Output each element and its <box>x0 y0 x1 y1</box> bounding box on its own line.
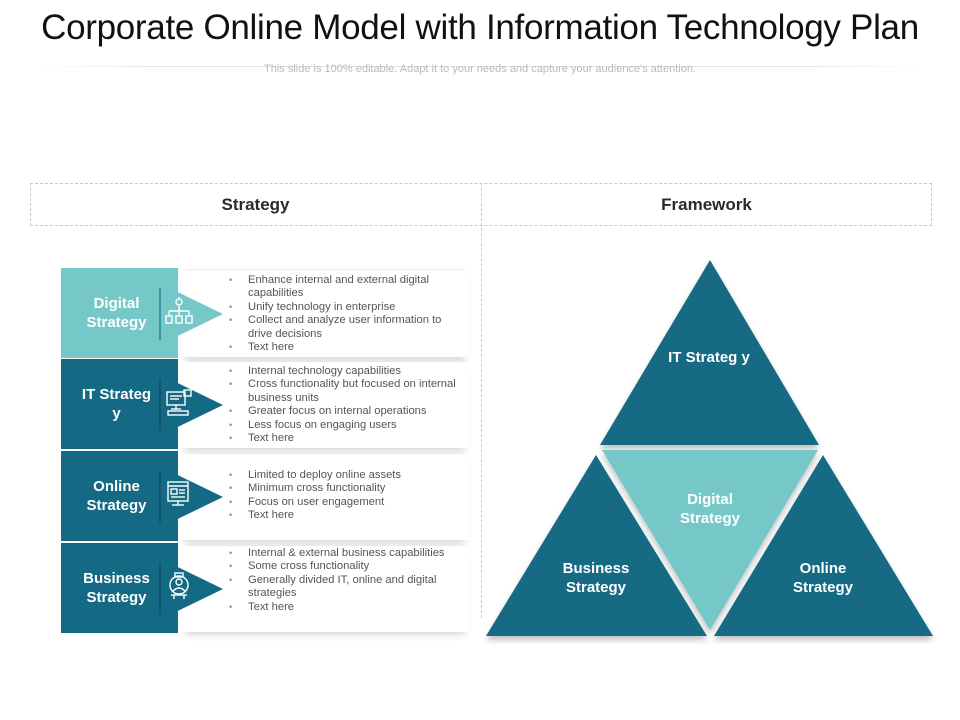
row-bullets: Internal & external business capabilitie… <box>227 547 457 614</box>
strategy-row-it: IT Strateg y Internal technology capabil… <box>61 359 471 449</box>
strategy-column-header: Strategy <box>221 195 290 214</box>
strategy-row-online: Online Strategy Limited to deploy online… <box>61 451 471 541</box>
bullet-item: Collect and analyze user information to … <box>227 314 457 341</box>
triangle-top-label: IT Strateg y <box>668 349 750 366</box>
framework-diagram: IT Strateg y Digital Strategy Business S… <box>481 226 941 656</box>
title-divider <box>30 66 930 67</box>
bullet-item: Unify technology in enterprise <box>227 301 457 315</box>
row-arrow <box>157 557 223 621</box>
computer-icon <box>166 389 192 416</box>
business-person-icon <box>169 572 189 599</box>
framework-triangles <box>486 260 933 636</box>
triangle-top <box>600 260 819 445</box>
row-arrow <box>157 373 223 437</box>
bullet-item: Minimum cross functionality <box>227 482 457 496</box>
row-label: Online Strategy <box>86 478 147 514</box>
bullet-item: Internal technology capabilities <box>227 365 457 379</box>
bullet-item: Text here <box>227 601 457 615</box>
page-title: Corporate Online Model with Information … <box>41 8 919 47</box>
row-arrow <box>157 282 223 346</box>
bullet-item: Text here <box>227 341 457 355</box>
framework-column-header: Framework <box>661 195 752 214</box>
bullet-item: Generally divided IT, online and digital… <box>227 574 457 601</box>
bullet-item: Text here <box>227 432 457 446</box>
webpage-icon <box>167 481 189 506</box>
bullet-item: Cross functionality but focused on inter… <box>227 378 457 405</box>
triangle-left-label: Business Strategy <box>562 560 630 596</box>
triangle-right-label: Online Strategy <box>792 560 854 596</box>
row-bullets: Limited to deploy online assets Minimum … <box>227 469 457 523</box>
bullet-item: Focus on user engagement <box>227 496 457 510</box>
bullet-item: Greater focus on internal operations <box>227 405 457 419</box>
triangle-center <box>602 450 818 630</box>
triangle-left <box>486 455 707 636</box>
bullet-item: Less focus on engaging users <box>227 419 457 433</box>
bullet-item: Some cross functionality <box>227 560 457 574</box>
triangle-center-label: Digital Strategy <box>679 491 741 527</box>
row-label: Business Strategy <box>83 570 150 606</box>
row-arrow <box>157 465 223 529</box>
bullet-item: Text here <box>227 509 457 523</box>
strategy-row-digital: Digital Strategy Enhance internal and ex… <box>61 268 471 358</box>
row-label: Digital Strategy <box>86 295 147 331</box>
page-subtitle: This slide is 100% editable. Adapt it to… <box>264 63 696 75</box>
triangle-right <box>714 455 933 636</box>
bullet-item: Enhance internal and external digital ca… <box>227 274 457 301</box>
row-label: IT Strateg y <box>81 386 152 422</box>
network-icon <box>165 297 193 324</box>
strategy-row-business: Business Strategy Internal & external bu… <box>61 543 471 633</box>
row-bullets: Enhance internal and external digital ca… <box>227 274 457 355</box>
bullet-item: Internal & external business capabilitie… <box>227 547 457 561</box>
row-bullets: Internal technology capabilities Cross f… <box>227 365 457 446</box>
bullet-item: Limited to deploy online assets <box>227 469 457 483</box>
column-divider <box>481 183 482 618</box>
